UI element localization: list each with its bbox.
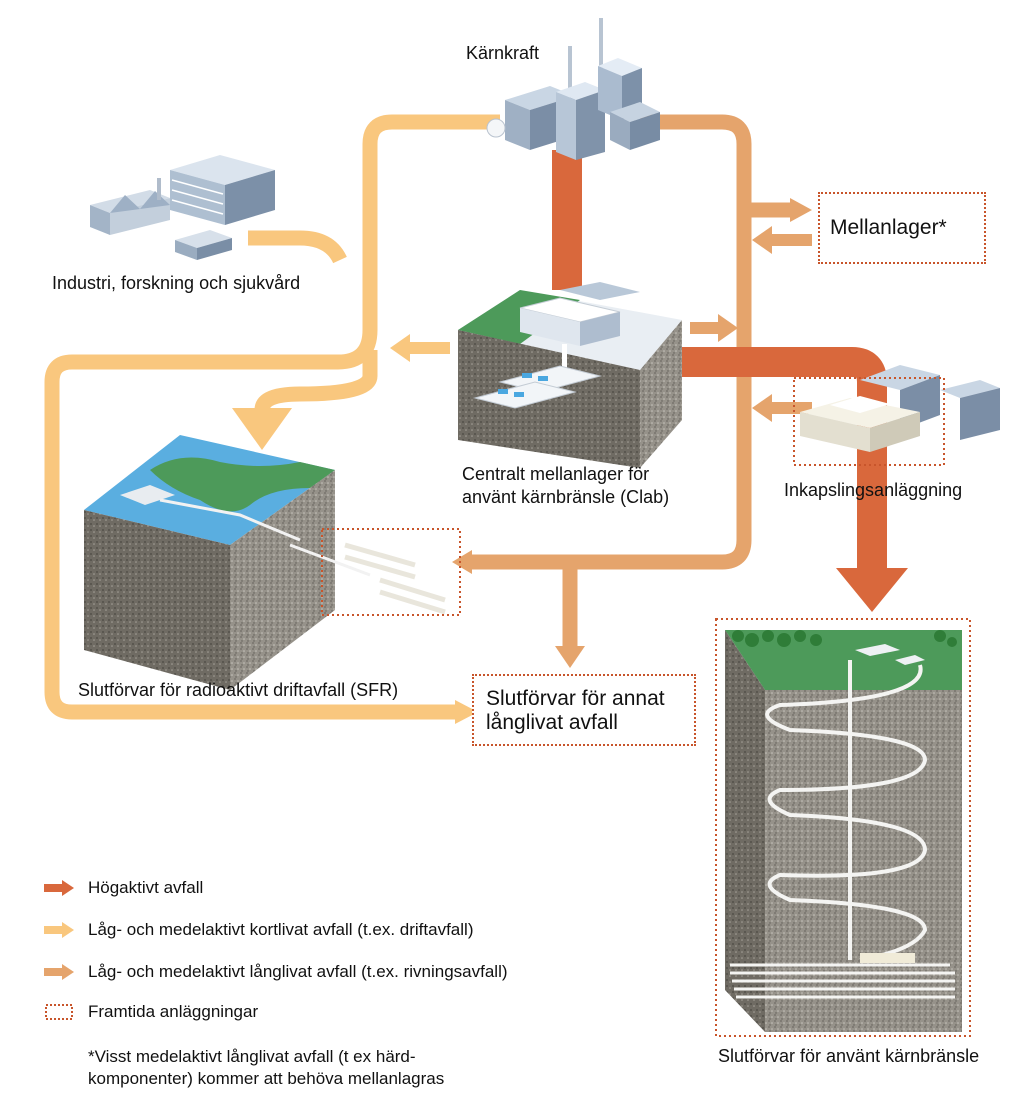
arrow-to-encapsulation — [752, 394, 812, 422]
legend-label: Framtida anläggningar — [88, 1002, 259, 1021]
arrow-to-sfr — [232, 408, 292, 450]
dotted-box-icon — [45, 1004, 73, 1020]
arrow-to-interim — [790, 198, 812, 222]
sfr-illustration — [84, 435, 446, 690]
legend-label: Låg- och medelaktivt kortlivat avfall (t… — [88, 920, 474, 939]
footnote: *Visst medelaktivt långlivat avfall (t e… — [88, 1046, 444, 1090]
flow-short-lived — [44, 114, 500, 720]
legend-label: Högaktivt avfall — [88, 878, 204, 897]
label-spent-fuel-repository: Slutförvar för använt kärnbränsle — [718, 1046, 980, 1066]
footnote-line1: *Visst medelaktivt långlivat avfall (t e… — [88, 1047, 416, 1066]
arrow-icon — [44, 880, 74, 896]
arrow-icon — [44, 922, 74, 938]
box-other-long-lived-repository — [472, 674, 696, 746]
industry-illustration — [90, 155, 275, 260]
label-encapsulation: Inkapslingsanläggning — [784, 480, 963, 500]
encapsulation-illustration — [800, 365, 1000, 452]
future-frame-sfr-extension — [321, 528, 461, 616]
flow-long-lived — [470, 114, 792, 648]
label-industry: Industri, forskning och sjukvård — [52, 273, 301, 293]
arrow-clab-to-right — [690, 314, 738, 342]
arrow-from-interim — [752, 226, 812, 254]
nuclear-plant-illustration — [486, 18, 660, 160]
box-interim-storage — [818, 192, 986, 264]
arrow-to-other-down — [555, 646, 585, 668]
arrow-to-sfr-right — [452, 550, 472, 574]
legend-label: Låg- och medelaktivt långlivat avfall (t… — [88, 962, 508, 981]
label-interim-storage: Mellanlager* — [830, 216, 947, 239]
label-other-line2: långlivat avfall — [486, 711, 618, 734]
spent-fuel-repository-illustration — [725, 630, 962, 1032]
label-clab-line1: Centralt mellanlager för — [462, 464, 650, 484]
label-clab-line2: använt kärnbränsle (Clab) — [462, 487, 670, 507]
label-sfr: Slutförvar för radioaktivt driftavfall (… — [78, 680, 399, 700]
clab-illustration — [458, 282, 682, 468]
arrow-to-other-repository — [455, 700, 478, 724]
arrow-icon — [44, 964, 74, 980]
future-frame-encapsulation — [793, 377, 945, 466]
flow-clab-to-left — [390, 334, 450, 362]
footnote-line2: komponenter) kommer att behöva mellanlag… — [88, 1069, 445, 1088]
label-other-line1: Slutförvar för annat — [486, 687, 665, 710]
future-frame-spent-fuel — [715, 618, 971, 1037]
label-nuclear-power: Kärnkraft — [466, 43, 540, 63]
